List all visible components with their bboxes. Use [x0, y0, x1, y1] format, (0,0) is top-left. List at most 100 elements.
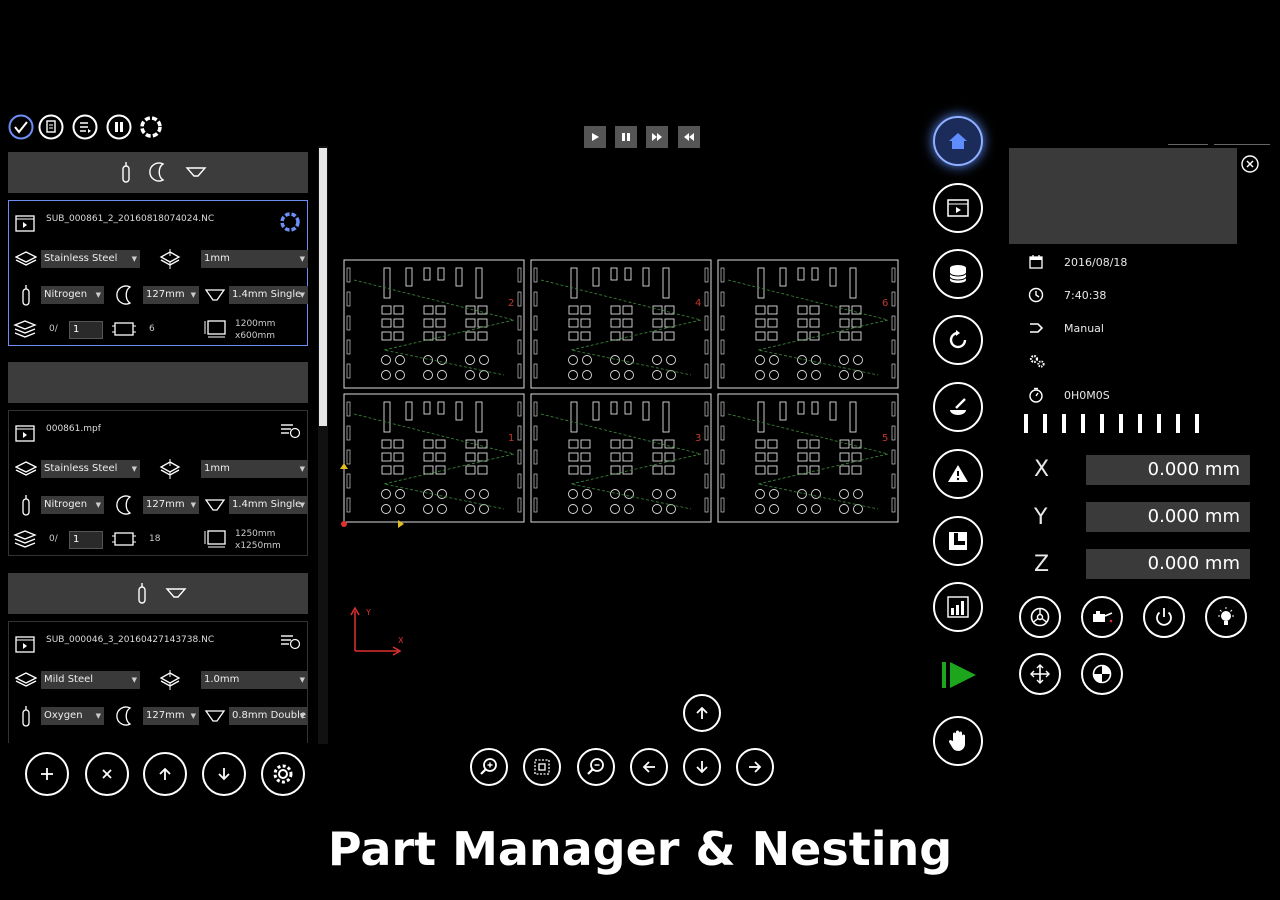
nest-part-hole [755, 439, 766, 449]
nest-part-hole [568, 331, 579, 341]
nest-part-hole [465, 305, 476, 315]
axis-x-label: X [398, 636, 404, 645]
chevron-down-icon: ▼ [299, 465, 305, 473]
reset-button[interactable] [933, 315, 983, 365]
gas-select[interactable]: Nitrogen▼ [41, 286, 104, 304]
move-job-down-button[interactable] [202, 752, 246, 796]
pause-button[interactable] [615, 126, 637, 148]
job-card[interactable]: SUB_000046_3_20160427143738.NC Mild Stee… [8, 621, 308, 743]
nest-part-hole [381, 318, 392, 328]
chevron-down-icon: ▼ [299, 501, 305, 509]
move-axes-button[interactable] [1019, 653, 1061, 695]
layout-button[interactable] [933, 516, 983, 566]
focal-select[interactable]: 127mm▼ [143, 496, 199, 514]
fast-forward-button[interactable] [646, 126, 668, 148]
nesting-canvas[interactable] [340, 255, 905, 530]
job-file-name: SUB_000861_2_20160818074024.NC [46, 214, 215, 224]
nest-part-hole [769, 504, 779, 514]
group-header[interactable] [8, 362, 308, 403]
light-bulb-icon [1218, 607, 1234, 625]
nest-part-slot [533, 339, 538, 355]
nest-part-hole [395, 370, 405, 380]
job-card[interactable]: SUB_000861_2_20160818074024.NC Stainless… [8, 200, 308, 346]
alarm-button[interactable] [933, 449, 983, 499]
loading-ring-icon[interactable] [138, 114, 164, 140]
group-header[interactable] [8, 152, 308, 193]
job-list-scrollbar[interactable] [318, 146, 328, 744]
nest-part-hole [755, 465, 766, 475]
nest-part-slot [533, 425, 538, 441]
stop-hand-button[interactable] [933, 716, 983, 766]
nest-part-hole [624, 370, 634, 380]
check-all-icon[interactable] [8, 114, 34, 140]
play-button[interactable] [584, 126, 606, 148]
reference-point-button[interactable] [1081, 653, 1123, 695]
nest-part-hole [853, 489, 863, 499]
part-manager-button[interactable] [933, 183, 983, 233]
nest-part-slot [891, 449, 896, 465]
nest-part-hole [769, 355, 779, 365]
document-icon[interactable] [38, 114, 64, 140]
thickness-select[interactable]: 1.0mm▼ [201, 671, 308, 689]
nest-part-slot [517, 425, 522, 441]
nozzle-select[interactable]: 1.4mm Single▼ [229, 286, 308, 304]
parts-count: 18 [149, 534, 161, 544]
jog-left-button[interactable] [630, 748, 668, 786]
statistics-button[interactable] [933, 582, 983, 632]
jog-up-button[interactable] [683, 694, 721, 732]
gas-select[interactable]: Oxygen▼ [41, 707, 104, 725]
nozzle-icon [184, 160, 208, 184]
loading-ring-icon [279, 211, 301, 233]
thickness-select[interactable]: 1mm▼ [201, 460, 308, 478]
jog-down-button[interactable] [683, 748, 721, 786]
steering-button[interactable] [1019, 596, 1061, 638]
zoom-out-button[interactable] [577, 748, 615, 786]
scrollbar-thumb[interactable] [319, 148, 327, 426]
nozzle-select[interactable]: 0.8mm Double▼ [229, 707, 308, 725]
start-cycle-button[interactable] [940, 658, 978, 692]
material-select[interactable]: Mild Steel▼ [41, 671, 140, 689]
nest-part-hole [610, 370, 620, 380]
material-select[interactable]: Stainless Steel▼ [41, 460, 140, 478]
focal-lens-icon [115, 705, 137, 727]
play-icon [592, 133, 599, 141]
material-select[interactable]: Stainless Steel▼ [41, 250, 140, 268]
home-button[interactable] [933, 116, 983, 166]
thickness-select[interactable]: 1mm▼ [201, 250, 308, 268]
maintenance-button[interactable] [933, 382, 983, 432]
qty-input[interactable]: 1 [69, 531, 103, 549]
rewind-button[interactable] [678, 126, 700, 148]
zoom-in-button[interactable] [470, 748, 508, 786]
close-preview-button[interactable] [1240, 154, 1260, 174]
nest-part-hole [465, 504, 475, 514]
chevron-down-icon: ▼ [190, 291, 196, 299]
job-list[interactable]: SUB_000861_2_20160818074024.NC Stainless… [8, 150, 310, 743]
database-button[interactable] [933, 249, 983, 299]
job-card[interactable]: 000861.mpf Stainless Steel▼ 1mm▼ Nitroge… [8, 410, 308, 556]
add-job-button[interactable] [25, 752, 69, 796]
nest-part-slot [517, 497, 522, 513]
light-button[interactable] [1205, 596, 1247, 638]
settings-button[interactable] [261, 752, 305, 796]
gas-select[interactable]: Nitrogen▼ [41, 496, 104, 514]
focal-select[interactable]: 127mm▼ [143, 707, 199, 725]
qty-input[interactable]: 1 [69, 321, 103, 339]
nest-part-slot [346, 339, 351, 355]
lubrication-button[interactable] [1081, 596, 1123, 638]
nest-part-hole [797, 331, 808, 341]
nest-part-slot [704, 267, 709, 283]
move-job-up-button[interactable] [143, 752, 187, 796]
power-button[interactable] [1143, 596, 1185, 638]
pause-circle-icon[interactable] [106, 114, 132, 140]
nest-part-slot [891, 425, 896, 441]
nozzle-select[interactable]: 1.4mm Single▼ [229, 496, 308, 514]
nest-part-hole [393, 439, 404, 449]
nest-part-hole [664, 439, 675, 449]
fit-view-button[interactable] [523, 748, 561, 786]
nest-part-slot [533, 363, 538, 379]
group-header[interactable] [8, 573, 308, 614]
list-queue-icon[interactable] [72, 114, 98, 140]
focal-select[interactable]: 127mm▼ [143, 286, 199, 304]
remove-job-button[interactable] [85, 752, 129, 796]
jog-right-button[interactable] [736, 748, 774, 786]
